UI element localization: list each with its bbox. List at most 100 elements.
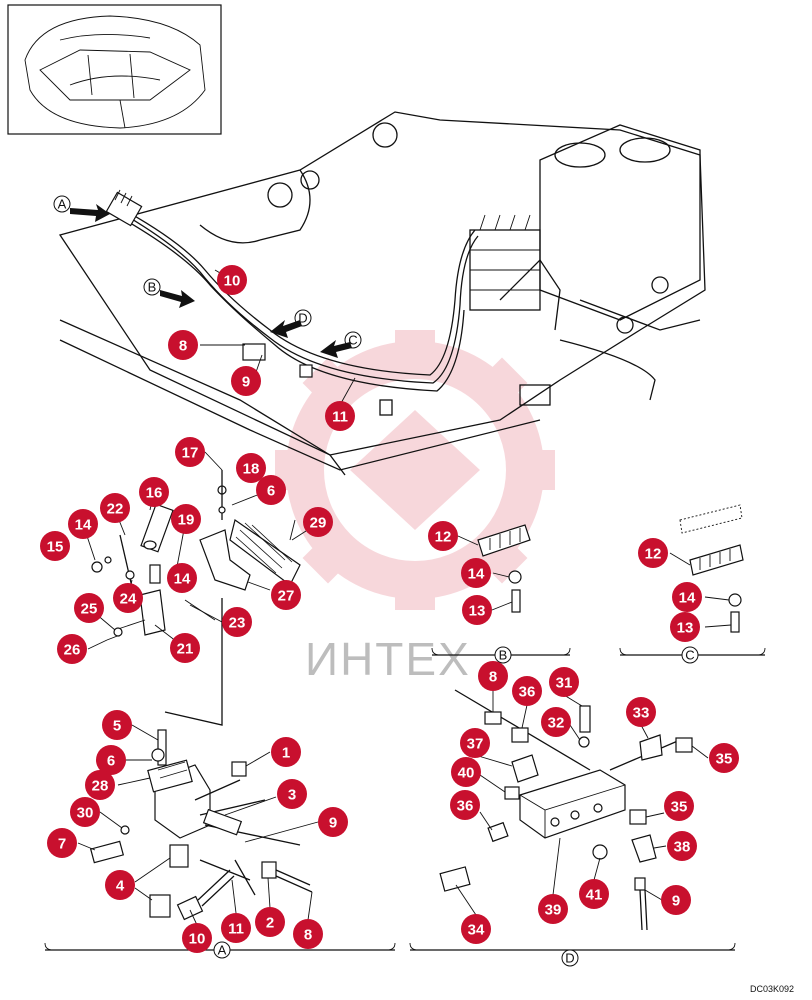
leader-line-A	[164, 598, 223, 726]
callout-1: 1	[271, 737, 301, 767]
callout-number: 13	[677, 620, 694, 637]
callout-31: 31	[549, 667, 579, 697]
callout-6: 6	[256, 475, 286, 505]
callout-19: 19	[171, 504, 201, 534]
callout-circle	[450, 790, 480, 820]
wire-harness	[105, 189, 479, 392]
callout-circle	[293, 919, 323, 949]
callout-number: 22	[107, 501, 124, 518]
callout-circle	[217, 265, 247, 295]
callout-37: 37	[460, 728, 490, 758]
callout-14: 14	[672, 582, 702, 612]
callout-circle	[325, 401, 355, 431]
callout-29: 29	[303, 507, 333, 537]
callout-number: 10	[189, 931, 206, 948]
callout-number: 39	[545, 902, 562, 919]
view-B-label: B	[499, 648, 508, 663]
machine-thumbnail	[7, 4, 222, 135]
callout-8: 8	[293, 919, 323, 949]
svg-text:D: D	[298, 311, 307, 326]
callout-number: 19	[178, 512, 195, 529]
svg-text:C: C	[348, 333, 357, 348]
callout-number: 6	[267, 483, 275, 500]
callout-number: 32	[548, 715, 565, 732]
callout-number: 12	[435, 529, 452, 546]
callout-25: 25	[74, 593, 104, 623]
view-C-label: C	[685, 648, 694, 663]
callout-30: 30	[70, 797, 100, 827]
callout-circle	[460, 728, 490, 758]
callout-number: 9	[242, 374, 250, 391]
callout-circle	[171, 504, 201, 534]
callout-number: 30	[77, 805, 94, 822]
svg-text:A: A	[58, 197, 67, 212]
callout-circle	[175, 437, 205, 467]
callout-number: 5	[113, 718, 121, 735]
callout-21: 21	[170, 633, 200, 663]
callout-circle	[256, 475, 286, 505]
callout-circle	[478, 661, 508, 691]
callout-number: 25	[81, 601, 98, 618]
callout-number: 24	[120, 591, 137, 608]
view-D-assembly: D	[409, 689, 736, 967]
callout-circle	[667, 831, 697, 861]
callout-circle	[47, 828, 77, 858]
callout-number: 36	[457, 798, 474, 815]
callout-number: 11	[332, 409, 348, 426]
callout-26: 26	[57, 634, 87, 664]
callout-number: 8	[179, 338, 187, 355]
callout-circle	[672, 582, 702, 612]
callout-number: 11	[228, 921, 244, 938]
callout-circle	[236, 453, 266, 483]
callout-circle	[318, 807, 348, 837]
callout-33: 33	[626, 697, 656, 727]
callout-number: 14	[468, 566, 485, 583]
callout-9: 9	[661, 885, 691, 915]
callout-number: 27	[278, 588, 295, 605]
callout-circle	[40, 531, 70, 561]
callout-circle	[538, 894, 568, 924]
callout-number: 37	[467, 736, 484, 753]
callout-18: 18	[236, 453, 266, 483]
callout-number: 21	[177, 641, 194, 658]
callout-11: 11	[325, 401, 355, 431]
callout-circle	[70, 797, 100, 827]
callout-38: 38	[667, 831, 697, 861]
callout-number: 8	[489, 669, 497, 686]
callout-circle	[541, 707, 571, 737]
callout-number: 34	[468, 922, 485, 939]
callout-circle	[222, 607, 252, 637]
callout-12: 12	[638, 538, 668, 568]
callout-circle	[512, 676, 542, 706]
callout-28: 28	[85, 770, 115, 800]
callout-circle	[57, 634, 87, 664]
callout-number: 35	[716, 751, 733, 768]
callout-number: 36	[519, 684, 536, 701]
callout-9: 9	[318, 807, 348, 837]
callout-14: 14	[461, 558, 491, 588]
callout-number: 17	[182, 445, 199, 462]
callout-15: 15	[40, 531, 70, 561]
callout-circle	[68, 509, 98, 539]
callout-number: 40	[458, 765, 475, 782]
callout-17: 17	[175, 437, 205, 467]
callout-14: 14	[167, 563, 197, 593]
callout-number: 7	[58, 836, 66, 853]
callout-number: 41	[586, 887, 603, 904]
callout-36: 36	[450, 790, 480, 820]
view-B-detail: B	[431, 524, 571, 664]
callout-circle	[221, 913, 251, 943]
callout-circle	[100, 493, 130, 523]
callout-circle	[461, 558, 491, 588]
view-arrow-B: B	[143, 278, 195, 308]
callout-3: 3	[277, 779, 307, 809]
view-arrow-C: C	[320, 331, 362, 358]
callout-number: 26	[64, 642, 81, 659]
callout-36: 36	[512, 676, 542, 706]
callout-12: 12	[428, 521, 458, 551]
callout-circle	[638, 538, 668, 568]
callout-number: 14	[679, 590, 696, 607]
callout-23: 23	[222, 607, 252, 637]
callout-number: 29	[310, 515, 327, 532]
callout-circle	[277, 779, 307, 809]
